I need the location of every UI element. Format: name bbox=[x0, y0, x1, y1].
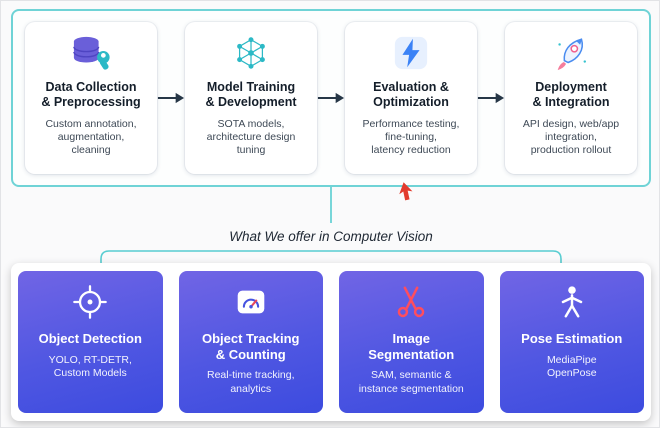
connector-lines bbox=[100, 187, 562, 263]
service-subtitle: SAM, semantic & instance segmentation bbox=[358, 369, 464, 395]
flow-arrow-icon bbox=[157, 91, 185, 105]
step-card-model-training: Model Training & Development SOTA models… bbox=[185, 22, 317, 174]
step-title: Deployment & Integration bbox=[532, 80, 610, 110]
database-wrench-icon bbox=[68, 33, 114, 73]
person-pose-icon bbox=[553, 282, 591, 322]
service-title: Image Segmentation bbox=[368, 331, 455, 362]
scissors-icon bbox=[392, 282, 430, 322]
service-card-pose-estimation: Pose Estimation MediaPipe OpenPose bbox=[499, 271, 644, 413]
services-section: Object Detection YOLO, RT-DETR, Custom M… bbox=[11, 263, 651, 421]
service-subtitle: YOLO, RT-DETR, Custom Models bbox=[48, 353, 132, 380]
step-card-data-collection: Data Collection & Preprocessing Custom a… bbox=[25, 22, 157, 174]
service-card-image-segmentation: Image Segmentation SAM, semantic & insta… bbox=[339, 271, 484, 413]
step-title: Data Collection & Preprocessing bbox=[41, 80, 141, 110]
step-subtitle: Performance testing, fine-tuning, latenc… bbox=[362, 117, 460, 157]
service-subtitle: MediaPipe OpenPose bbox=[546, 353, 597, 380]
step-title: Model Training & Development bbox=[205, 80, 297, 110]
flow-arrow-icon bbox=[477, 91, 505, 105]
lightning-icon bbox=[392, 33, 430, 73]
service-title: Object Detection bbox=[38, 331, 142, 346]
rocket-icon bbox=[552, 33, 590, 73]
step-subtitle: API design, web/app integration, product… bbox=[522, 117, 620, 157]
speedometer-icon bbox=[232, 282, 270, 322]
connector-label: What We offer in Computer Vision bbox=[229, 229, 433, 244]
service-title: Object Tracking & Counting bbox=[201, 331, 300, 362]
crosshair-icon bbox=[71, 282, 109, 322]
service-title: Pose Estimation bbox=[521, 331, 623, 346]
step-title: Evaluation & Optimization bbox=[373, 80, 449, 110]
pipeline-section: Data Collection & Preprocessing Custom a… bbox=[11, 9, 651, 187]
service-card-object-tracking: Object Tracking & Counting Real-time tra… bbox=[178, 271, 323, 413]
step-subtitle: SOTA models, architecture design tuning bbox=[206, 117, 296, 157]
step-card-deployment: Deployment & Integration API design, web… bbox=[505, 22, 637, 174]
step-card-evaluation: Evaluation & Optimization Performance te… bbox=[345, 22, 477, 174]
service-subtitle: Real-time tracking, analytics bbox=[206, 369, 295, 395]
step-subtitle: Custom annotation, augmentation, cleanin… bbox=[45, 117, 137, 157]
neural-network-icon bbox=[232, 33, 270, 73]
red-pointer-arrow-icon bbox=[395, 179, 418, 207]
flow-arrow-icon bbox=[317, 91, 345, 105]
service-card-object-detection: Object Detection YOLO, RT-DETR, Custom M… bbox=[18, 271, 163, 413]
